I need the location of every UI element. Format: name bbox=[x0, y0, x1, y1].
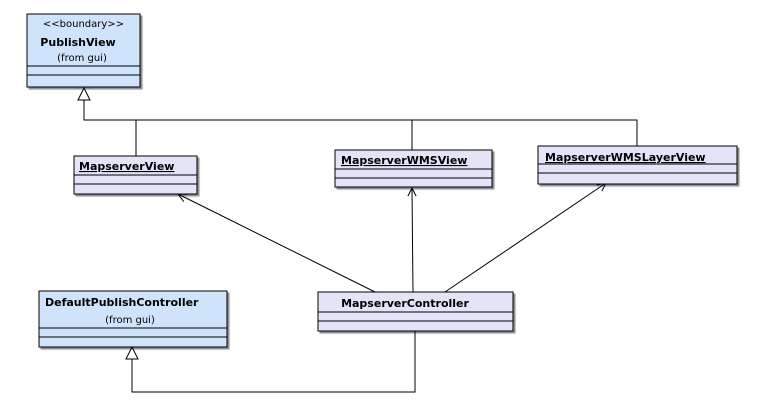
class-name: MapserverWMSView bbox=[341, 154, 467, 167]
class-name: DefaultPublishController bbox=[45, 296, 199, 309]
association-to-wms-layer-view bbox=[444, 182, 607, 293]
class-mapserver-wms-layer-view[interactable]: MapserverWMSLayerView bbox=[537, 145, 738, 185]
generalization-arrowhead-publish-view bbox=[77, 86, 91, 101]
package-label: (from gui) bbox=[57, 53, 107, 64]
generalization-arrowhead-default-controller bbox=[125, 345, 139, 360]
stereotype-label: <<boundary>> bbox=[43, 19, 124, 30]
association-arrowhead-wms-view bbox=[407, 186, 417, 197]
generalization-line-views bbox=[83, 100, 638, 146]
association-to-mapserver-view bbox=[177, 193, 376, 293]
class-name: MapserverWMSLayerView bbox=[545, 151, 706, 164]
class-name: MapserverView bbox=[79, 160, 174, 173]
class-mapserver-controller[interactable]: MapserverController bbox=[317, 291, 514, 332]
class-mapserver-view[interactable]: MapserverView bbox=[73, 155, 198, 195]
package-label: (from gui) bbox=[105, 315, 155, 326]
relations bbox=[77, 86, 638, 393]
class-publish-view[interactable]: <<boundary>> PublishView (from gui) bbox=[26, 13, 141, 88]
class-name: MapserverController bbox=[341, 297, 469, 310]
class-default-publish-controller[interactable]: DefaultPublishController (from gui) bbox=[38, 290, 228, 348]
association-to-wms-view bbox=[411, 187, 414, 293]
class-name: PublishView bbox=[40, 36, 115, 49]
class-mapserver-wms-view[interactable]: MapserverWMSView bbox=[334, 149, 493, 188]
generalization-line-controller bbox=[131, 331, 416, 393]
